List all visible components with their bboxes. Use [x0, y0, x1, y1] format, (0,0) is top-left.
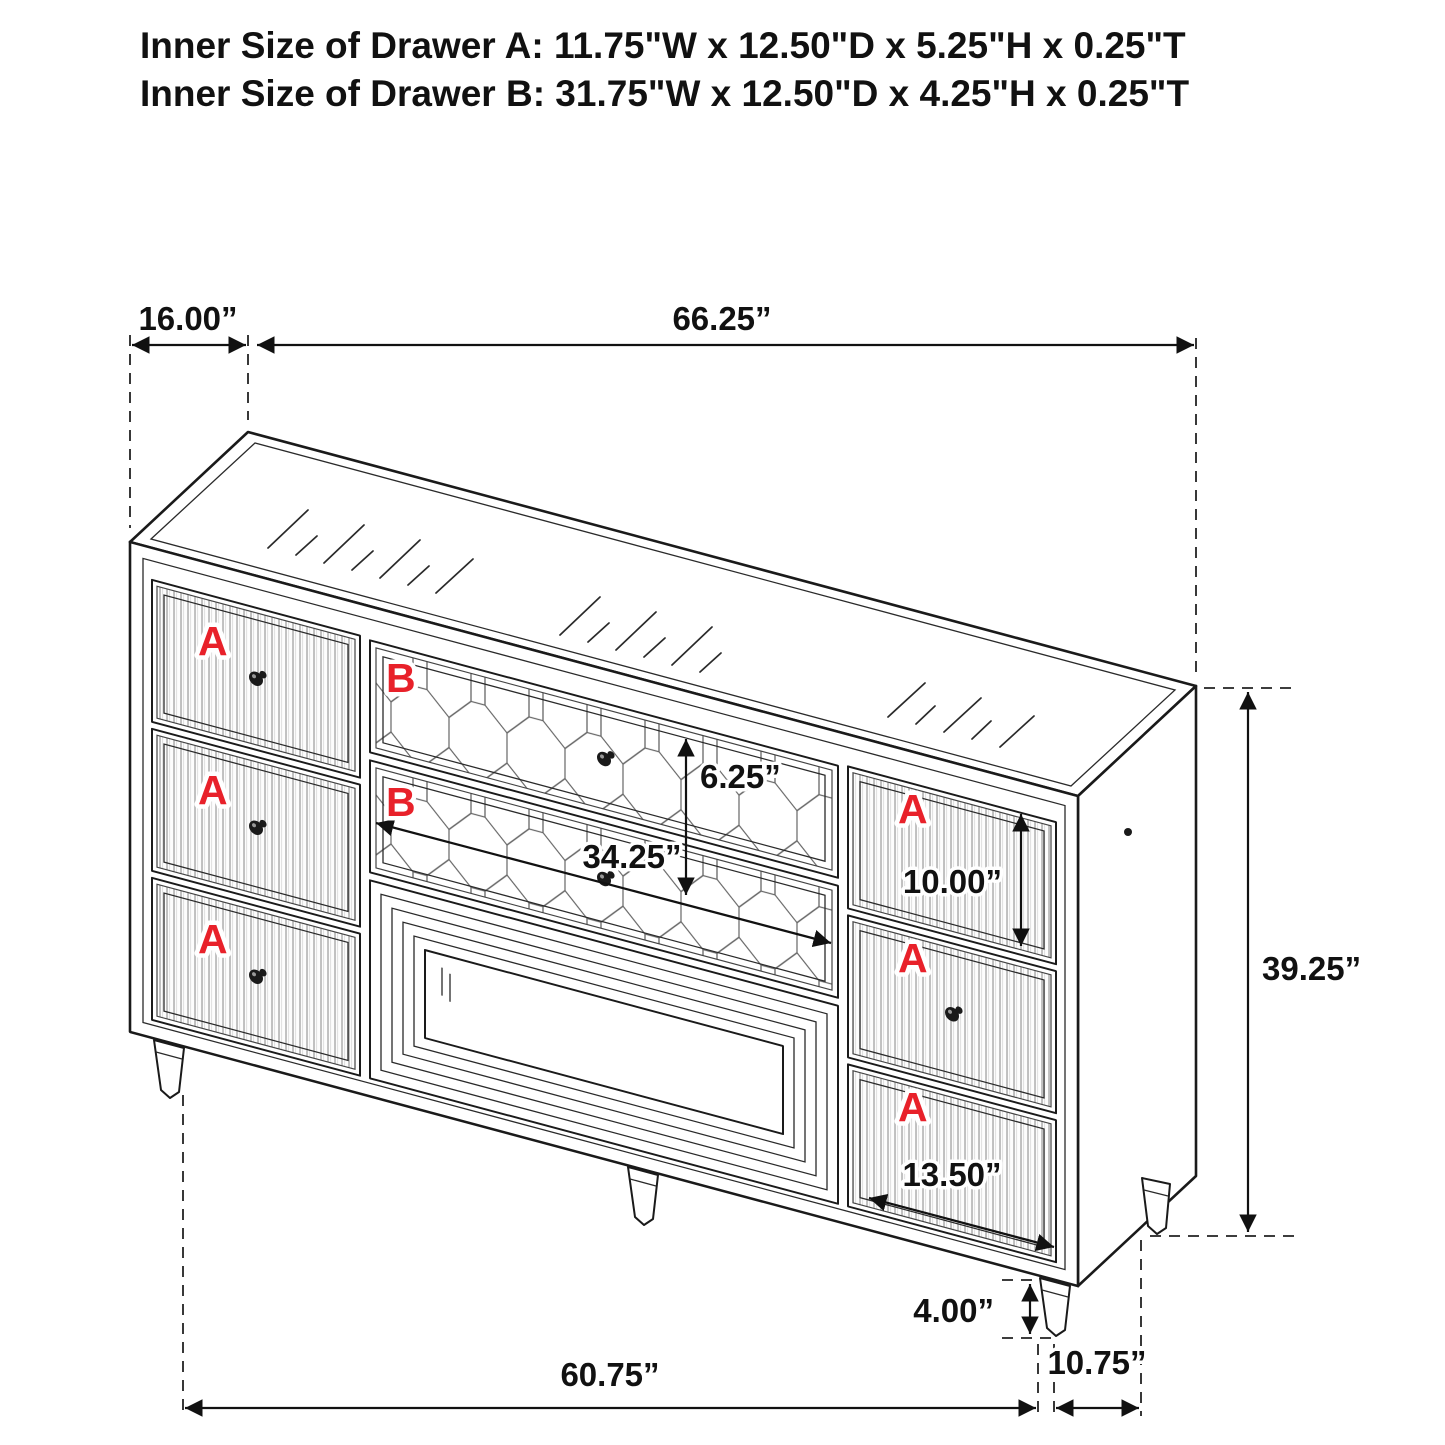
leg-back-right [1141, 1177, 1171, 1235]
dim-label-drawer-b-height: 6.25” [700, 758, 781, 795]
knob-icon [945, 1006, 963, 1022]
leg-center [627, 1166, 659, 1226]
knob-icon [249, 968, 267, 985]
leg-front-right [1039, 1277, 1071, 1337]
header-line-1: Inner Size of Drawer A: 11.75"W x 12.50"… [140, 25, 1186, 66]
top-shine-hatches [267, 509, 1035, 748]
extension-lines [129, 335, 1298, 1416]
drawer-letter-b-1: B [386, 655, 416, 701]
dim-label-leg-height: 4.00” [913, 1292, 994, 1329]
knob-icon [249, 819, 267, 836]
drawer-letter-a-right-3: A [898, 1084, 928, 1130]
dim-label-right-drawer-height: 10.00” [903, 863, 1002, 900]
dimension-lines [132, 336, 1257, 1417]
knob-icon [597, 751, 615, 767]
dim-label-top-depth: 16.00” [138, 300, 237, 337]
dim-label-top-width: 66.25” [672, 300, 771, 337]
dim-label-front-width: 60.75” [560, 1356, 659, 1393]
drawer-letter-b-2: B [386, 779, 416, 825]
knob-icon [249, 670, 267, 687]
drawer-a-right-1 [847, 765, 1057, 966]
drawer-letter-a-left-3: A [198, 916, 228, 962]
dim-label-drawer-b-width: 34.25” [582, 838, 681, 875]
dim-label-overall-height: 39.25” [1262, 950, 1361, 987]
dresser-legs [153, 1039, 1171, 1337]
keyhole-dot [1124, 828, 1132, 836]
drawer-letter-a-left-2: A [198, 767, 228, 813]
dim-line-drawer-b-width [375, 818, 832, 948]
drawer-letter-a-left-1: A [198, 618, 228, 664]
dim-label-right-drawer-width: 13.50” [902, 1156, 1001, 1193]
dim-label-side-depth: 10.75” [1047, 1344, 1146, 1381]
drawer-letter-a-right-1: A [898, 786, 928, 832]
leg-front-left [153, 1039, 185, 1099]
drawer-letter-a-right-2: A [898, 935, 928, 981]
header-line-2: Inner Size of Drawer B: 31.75"W x 12.50"… [140, 73, 1189, 114]
dim-line-right-drawer-width [868, 1193, 1055, 1252]
